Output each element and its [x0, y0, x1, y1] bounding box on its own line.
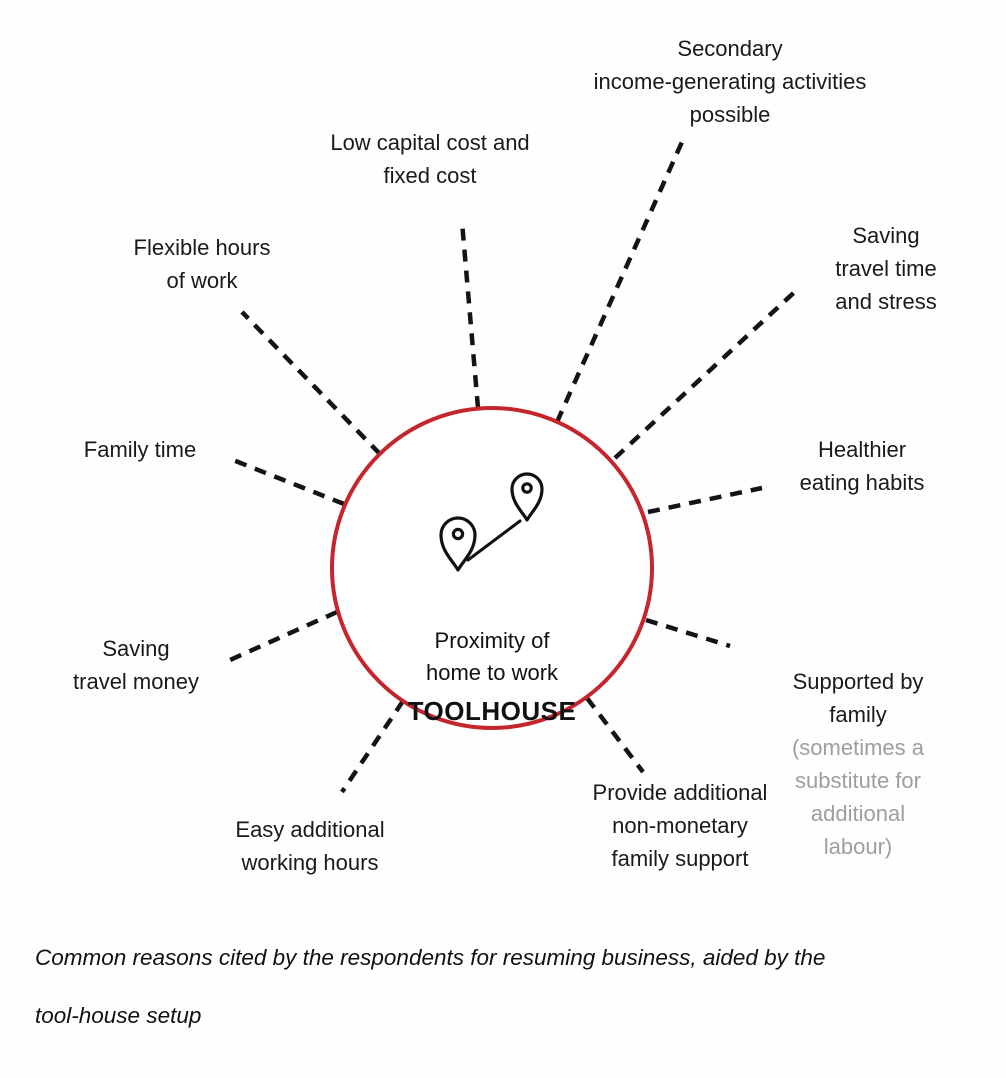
- label-supported-by-family: Supported by family (sometimes a substit…: [784, 632, 932, 896]
- label-saving-travel-money: Saving travel money: [73, 636, 199, 694]
- label-family-time: Family time: [83, 437, 197, 462]
- connector-lines: [227, 141, 802, 794]
- connector-saving-travel-time: [613, 285, 802, 460]
- label-easy-additional-hours: Easy additional working hours: [235, 817, 385, 875]
- connector-secondary-income: [554, 141, 685, 423]
- connector-healthier-eating: [647, 485, 763, 515]
- hub-subtitle: Proximity of home to work: [425, 627, 559, 686]
- hub-text: Proximity of home to work TOOLHOUSE: [332, 592, 652, 763]
- label-provide-family-support: Provide additional non-monetary family s…: [592, 780, 768, 871]
- connector-flexible-hours: [240, 310, 382, 456]
- connector-saving-travel-money: [229, 609, 338, 663]
- connector-easy-additional-hours: [340, 699, 405, 794]
- route-line: [466, 519, 522, 562]
- label-flexible-hours: Flexible hours of work: [133, 235, 271, 293]
- label-low-capital: Low capital cost and fixed cost: [330, 130, 530, 188]
- map-pin-icon-right: [510, 472, 544, 522]
- figure-caption: Common reasons cited by the respondents …: [35, 945, 826, 1028]
- map-pin-icon-left: [439, 516, 477, 572]
- label-secondary-income: Secondary income-generating activities p…: [593, 36, 867, 127]
- hub-title: TOOLHOUSE: [407, 695, 577, 726]
- connector-supported-by-family: [645, 617, 731, 649]
- supported-by-family-note: (sometimes a substitute for additional l…: [791, 735, 925, 859]
- map-pins-route-icon: [439, 472, 544, 572]
- label-healthier-eating: Healthier eating habits: [799, 437, 925, 495]
- label-saving-travel-time: Saving travel time and stress: [835, 223, 937, 314]
- central-circle: [330, 406, 654, 730]
- connector-family-time: [227, 455, 345, 507]
- supported-by-family-text: Supported by family: [792, 669, 924, 727]
- connector-provide-family-support: [585, 696, 645, 774]
- connector-low-capital: [459, 221, 481, 409]
